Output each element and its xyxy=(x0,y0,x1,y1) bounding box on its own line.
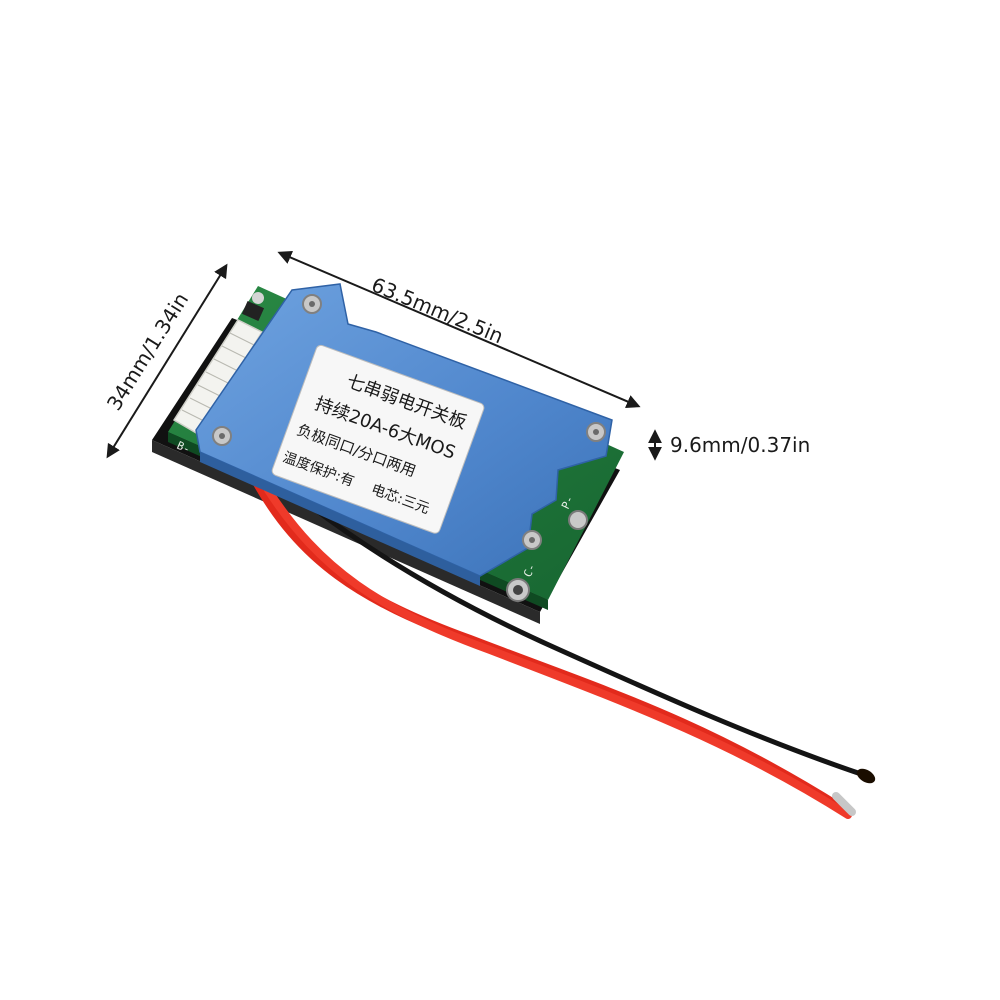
screw-bottom-left xyxy=(212,426,232,446)
silk-c-minus: C- xyxy=(521,562,538,580)
dimension-height: 9.6mm/0.37in xyxy=(648,429,810,461)
screw-bottom-right xyxy=(522,530,542,550)
width-label: 34mm/1.34in xyxy=(102,288,193,414)
height-label: 9.6mm/0.37in xyxy=(670,433,810,457)
silk-p-minus: P- xyxy=(559,494,576,512)
wire-bundle xyxy=(250,473,876,819)
screw-top-left xyxy=(302,294,322,314)
screw-right xyxy=(586,422,606,442)
